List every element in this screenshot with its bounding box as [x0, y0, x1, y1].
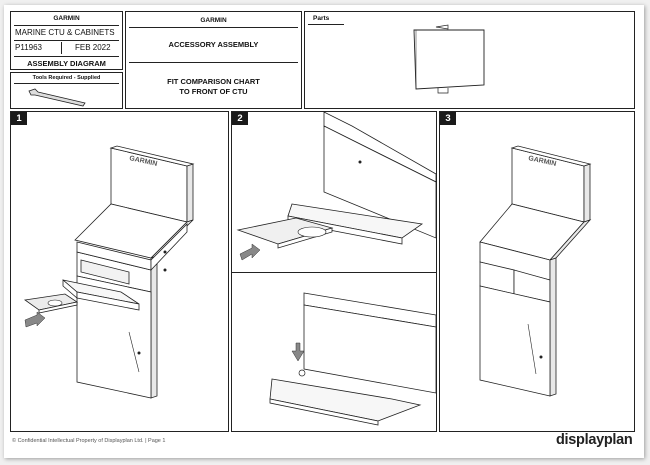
product-name: MARINE CTU & CABINETS — [15, 28, 115, 37]
assembly-brand: GARMIN — [200, 17, 227, 24]
step-3-panel: 3 GARMIN — [439, 111, 635, 432]
assembly-subtitle-2: TO FRONT OF CTU — [179, 87, 248, 96]
footer-copyright: © Confidential Intellectual Property of … — [12, 438, 166, 444]
parts-label: Parts — [313, 15, 330, 22]
part-number: P11963 — [15, 43, 42, 52]
step-1-illustration: GARMIN — [23, 145, 195, 399]
document-type: ASSEMBLY DIAGRAM — [27, 59, 106, 68]
displayplan-logo: displayplan — [556, 432, 633, 448]
step-2-illustration-bottom — [269, 292, 436, 426]
tools-panel: Tools Required - Supplied — [10, 72, 123, 109]
step-2-illustration-top — [236, 112, 436, 261]
document-date: FEB 2022 — [75, 43, 111, 52]
step-3-illustration: GARMIN — [479, 145, 592, 397]
step-2-number: 2 — [232, 112, 248, 125]
step-1-panel: 1 — [10, 111, 229, 432]
assembly-title: ACCESSORY ASSEMBLY — [168, 40, 259, 49]
step-2-panel: 2 — [231, 111, 437, 432]
assembly-subtitle-1: FIT COMPARISON CHART — [167, 77, 260, 86]
parts-panel: Parts — [304, 11, 635, 109]
tools-label: Tools Required - Supplied — [32, 75, 101, 81]
allen-key-icon — [28, 88, 86, 107]
title-block-brand: GARMIN — [53, 15, 80, 22]
step-3-number: 3 — [440, 112, 456, 125]
assembly-title-block: GARMIN ACCESSORY ASSEMBLY FIT COMPARISON… — [125, 11, 302, 109]
title-block: GARMIN MARINE CTU & CABINETS P11963 FEB … — [10, 11, 123, 70]
panel-part-icon — [413, 24, 485, 94]
step-1-number: 1 — [11, 112, 27, 125]
assembly-sheet: GARMIN MARINE CTU & CABINETS P11963 FEB … — [4, 5, 644, 458]
